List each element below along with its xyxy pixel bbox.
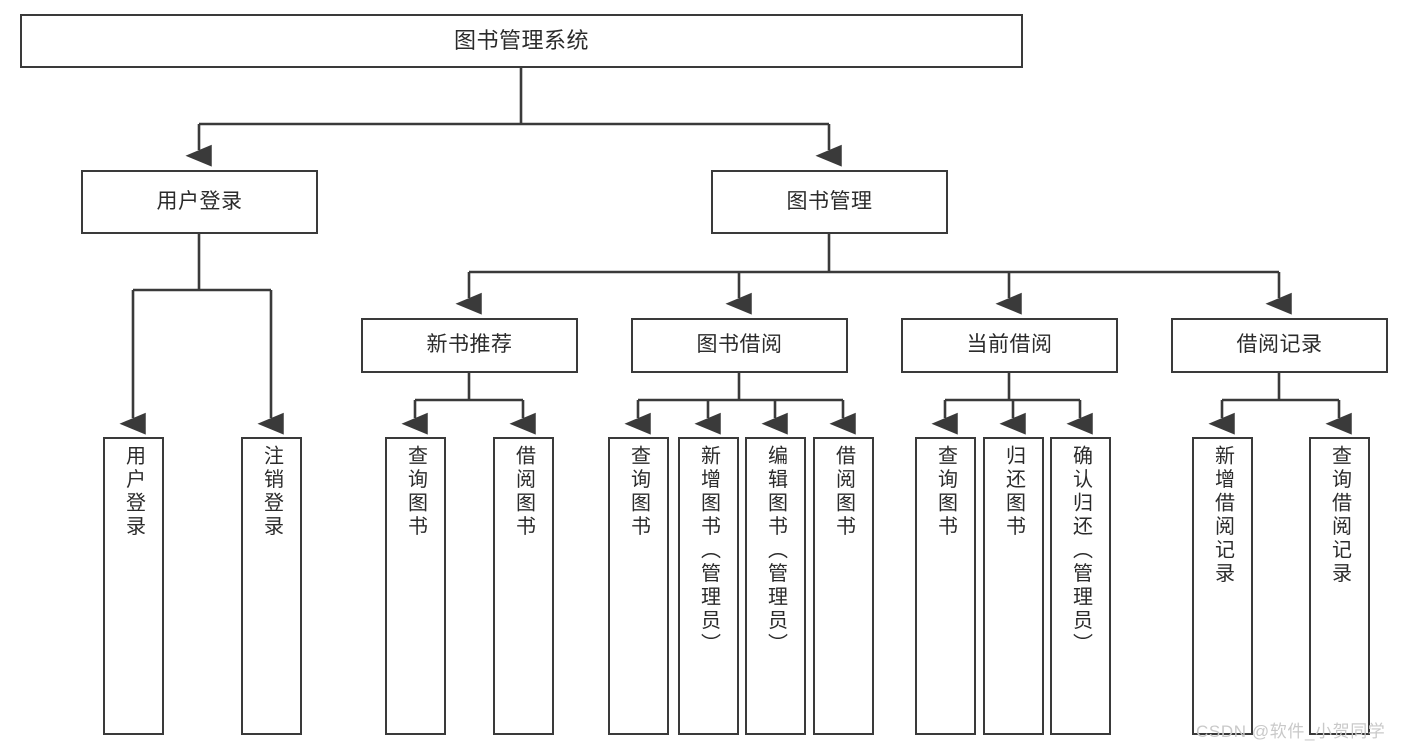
node-leaf-add-book-admin[interactable]: 新增图书（管理员） bbox=[678, 437, 739, 735]
node-leaf-confirm-return-admin[interactable]: 确认归还（管理员） bbox=[1050, 437, 1111, 735]
csdn-watermark: CSDN @软件_小贺同学 bbox=[1196, 722, 1386, 741]
node-user-login[interactable]: 用户登录 bbox=[81, 170, 318, 234]
node-label: 图书管理系统 bbox=[453, 28, 589, 54]
node-label: 用户登录 bbox=[156, 189, 243, 213]
node-leaf-logout-login[interactable]: 注销登录 bbox=[241, 437, 302, 735]
node-borrow-record[interactable]: 借阅记录 bbox=[1171, 318, 1388, 373]
node-leaf-user-login[interactable]: 用户登录 bbox=[103, 437, 164, 735]
node-label: 新书推荐 bbox=[426, 333, 513, 357]
node-root-system[interactable]: 图书管理系统 bbox=[20, 14, 1023, 68]
node-leaf-query-book-recommend[interactable]: 查询图书 bbox=[385, 437, 446, 735]
node-label: 当前借阅 bbox=[966, 333, 1053, 357]
node-label: 查询借阅记录 bbox=[1328, 445, 1351, 586]
node-label: 编辑图书（管理员） bbox=[764, 445, 787, 657]
node-label: 新增借阅记录 bbox=[1211, 445, 1234, 586]
node-label: 查询图书 bbox=[627, 445, 650, 539]
node-label: 图书借阅 bbox=[696, 333, 783, 357]
node-label: 注销登录 bbox=[260, 445, 283, 539]
node-leaf-borrow-book-borrow[interactable]: 借阅图书 bbox=[813, 437, 874, 735]
node-new-book-recommend[interactable]: 新书推荐 bbox=[361, 318, 578, 373]
node-label: 查询图书 bbox=[934, 445, 957, 539]
node-leaf-add-borrow-record[interactable]: 新增借阅记录 bbox=[1192, 437, 1253, 735]
node-book-management[interactable]: 图书管理 bbox=[711, 170, 948, 234]
node-leaf-query-book-current[interactable]: 查询图书 bbox=[915, 437, 976, 735]
node-label: 用户登录 bbox=[122, 445, 145, 539]
node-label: 确认归还（管理员） bbox=[1069, 445, 1092, 657]
node-label: 图书管理 bbox=[786, 189, 873, 213]
node-label: 借阅图书 bbox=[512, 445, 535, 539]
node-leaf-query-book-borrow[interactable]: 查询图书 bbox=[608, 437, 669, 735]
node-label: 借阅记录 bbox=[1236, 333, 1323, 357]
node-leaf-return-book[interactable]: 归还图书 bbox=[983, 437, 1044, 735]
node-book-borrow[interactable]: 图书借阅 bbox=[631, 318, 848, 373]
node-current-borrow[interactable]: 当前借阅 bbox=[901, 318, 1118, 373]
node-label: 归还图书 bbox=[1002, 445, 1025, 539]
node-leaf-edit-book-admin[interactable]: 编辑图书（管理员） bbox=[745, 437, 806, 735]
node-label: 查询图书 bbox=[404, 445, 427, 539]
node-label: 新增图书（管理员） bbox=[697, 445, 720, 657]
node-leaf-borrow-book-recommend[interactable]: 借阅图书 bbox=[493, 437, 554, 735]
node-leaf-query-borrow-record[interactable]: 查询借阅记录 bbox=[1309, 437, 1370, 735]
node-label: 借阅图书 bbox=[832, 445, 855, 539]
